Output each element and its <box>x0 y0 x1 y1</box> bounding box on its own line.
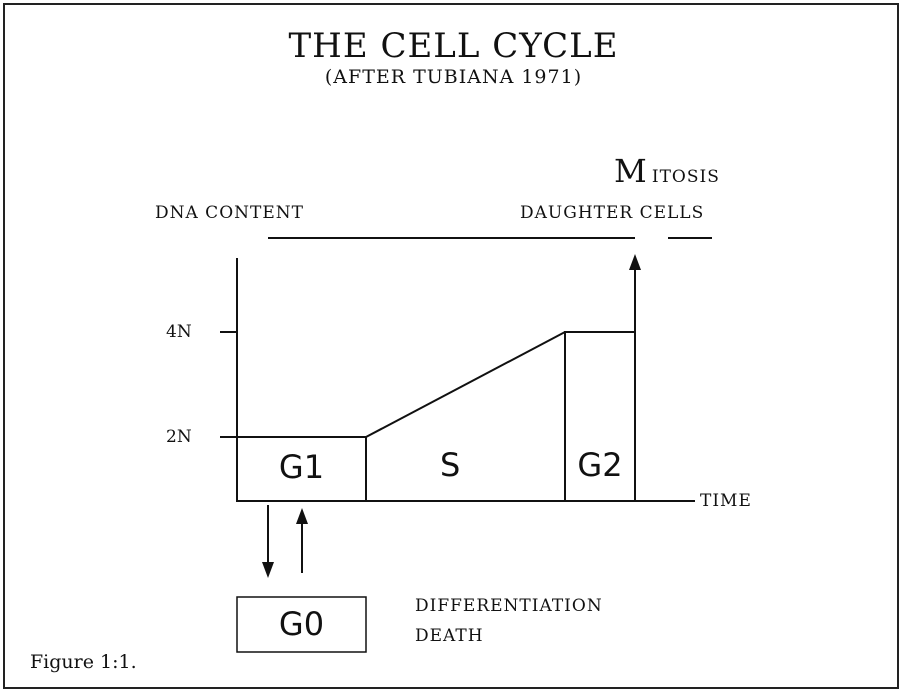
s-phase-slope <box>365 331 566 438</box>
g0-label: G0 <box>278 605 325 643</box>
tick-label-2n: 2N <box>166 427 192 447</box>
g1-label: G1 <box>278 448 325 486</box>
outcome-differentiation: DIFFERENTIATION <box>415 596 603 616</box>
mitosis-label: M ITOSIS <box>614 152 720 190</box>
tick-label-4n: 4N <box>166 322 192 342</box>
g2-label: G2 <box>577 446 623 484</box>
y-axis-label: DNA CONTENT <box>155 203 304 223</box>
title: THE CELL CYCLE <box>288 26 619 66</box>
x-axis-label: TIME <box>700 491 752 511</box>
g1-box <box>236 436 367 502</box>
figure-border <box>3 3 899 689</box>
outcome-death: DEATH <box>415 626 484 646</box>
mitosis-initial: M <box>614 152 647 190</box>
mitosis-rest: ITOSIS <box>651 167 720 187</box>
subtitle: (AFTER TUBIANA 1971) <box>324 66 583 88</box>
figure-caption: Figure 1:1. <box>30 651 137 673</box>
daughter-cells-label: DAUGHTER CELLS <box>520 203 705 223</box>
s-label: S <box>440 446 461 484</box>
g0-box <box>236 596 367 653</box>
